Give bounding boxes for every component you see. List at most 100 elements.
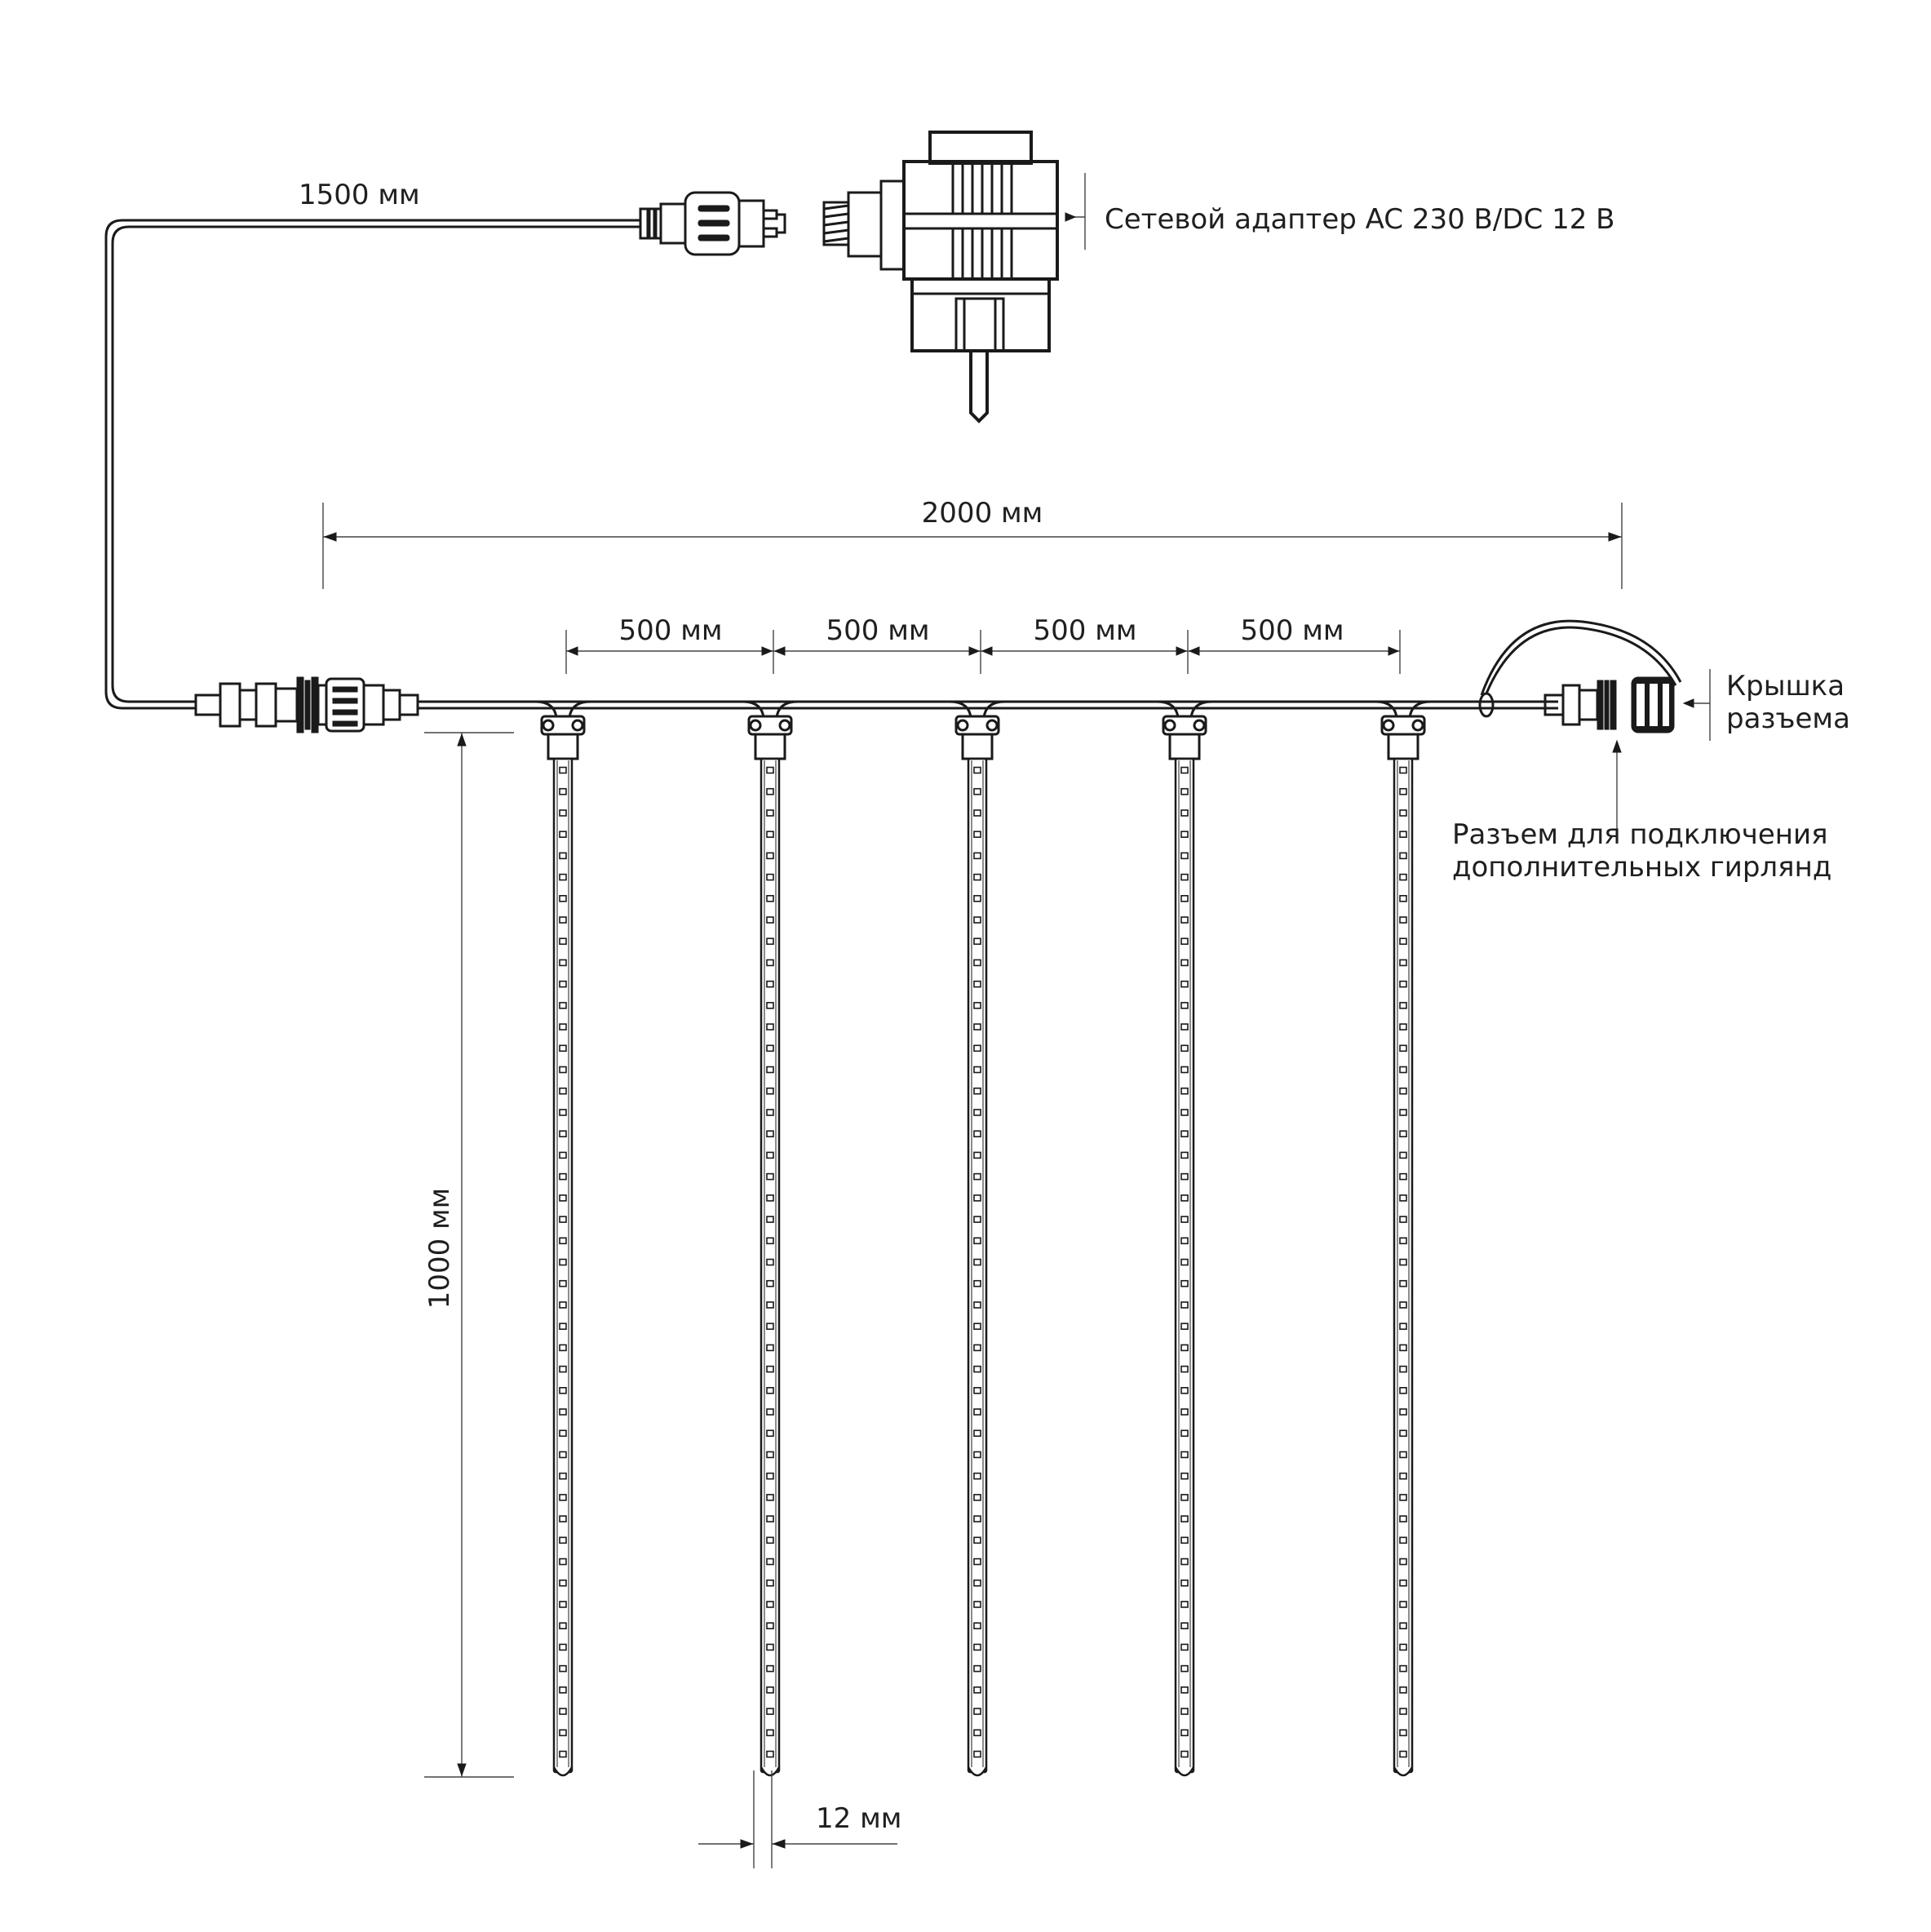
led-chip: [766, 895, 774, 902]
led-chip: [1399, 1429, 1407, 1438]
led-chip: [559, 1279, 567, 1287]
led-chip: [1399, 1451, 1407, 1459]
led-chip: [559, 1365, 567, 1373]
led-chip: [766, 1365, 774, 1373]
led-chip: [766, 1002, 774, 1009]
led-chip: [766, 1408, 774, 1416]
led-chip: [559, 1579, 567, 1587]
led-chip: [1180, 1237, 1189, 1245]
led-chip: [973, 852, 981, 860]
led-chip: [766, 1515, 774, 1522]
led-chip: [766, 1643, 774, 1651]
led-chip: [559, 1151, 567, 1159]
main-connector-icon: [194, 676, 419, 733]
led-chip: [973, 1387, 981, 1394]
led-chip: [559, 1750, 567, 1758]
led-chip: [1399, 1729, 1407, 1737]
cap-pointer: [1682, 669, 1711, 741]
led-chip: [973, 1002, 981, 1009]
led-chip: [766, 809, 774, 817]
tube-cap: [1168, 733, 1201, 760]
led-chip: [1180, 787, 1189, 795]
led-chip: [559, 1301, 567, 1309]
led-chip: [973, 1023, 981, 1030]
led-chip: [1399, 852, 1407, 860]
led-chip: [1399, 937, 1407, 946]
led-chip: [973, 1258, 981, 1266]
led-chip: [766, 787, 774, 795]
led-chip: [766, 1387, 774, 1394]
led-chip: [766, 1601, 774, 1608]
led-chip: [1180, 809, 1189, 817]
led-chip: [1180, 1408, 1189, 1416]
led-chip: [766, 1750, 774, 1758]
led-chip: [1180, 1172, 1189, 1181]
led-chip: [1399, 1279, 1407, 1287]
led-chip: [973, 1429, 981, 1438]
led-chip: [559, 1536, 567, 1544]
led-chip: [1180, 959, 1189, 967]
led-chip: [1399, 1622, 1407, 1629]
tube-cap: [754, 733, 786, 760]
led-chip: [766, 1151, 774, 1159]
led-chip: [1399, 787, 1407, 795]
led-chip: [766, 1216, 774, 1223]
led-chip: [559, 937, 567, 946]
led-chip: [766, 959, 774, 967]
led-chip: [766, 1558, 774, 1566]
led-chip: [559, 787, 567, 795]
led-chip: [973, 916, 981, 924]
led-chip: [1180, 1002, 1189, 1009]
led-chip: [973, 1729, 981, 1737]
led-chip: [559, 1323, 567, 1330]
led-chip: [1399, 1579, 1407, 1587]
led-chip: [1399, 1472, 1407, 1480]
led-chip: [559, 1387, 567, 1394]
led-chip: [766, 1237, 774, 1245]
led-chip: [766, 1109, 774, 1116]
led-chip: [973, 831, 981, 838]
led-chip: [1180, 980, 1189, 988]
led-chip: [1180, 1301, 1189, 1309]
led-chip: [973, 1686, 981, 1694]
led-chip: [559, 959, 567, 967]
led-chip: [559, 980, 567, 988]
led-chip: [559, 852, 567, 860]
led-chip: [1399, 1387, 1407, 1394]
led-chip: [1180, 1194, 1189, 1202]
led-chip: [1399, 1301, 1407, 1309]
led-chip: [973, 1151, 981, 1159]
led-chip: [1399, 1258, 1407, 1266]
led-chip: [766, 1729, 774, 1737]
led-chip: [973, 895, 981, 902]
led-chip: [1180, 852, 1189, 860]
led-chip: [973, 980, 981, 988]
led-chip: [559, 1258, 567, 1266]
led-chip: [973, 1601, 981, 1608]
cable-length-label: 1500 мм: [299, 179, 420, 211]
led-chip: [559, 1664, 567, 1673]
led-chip: [1180, 831, 1189, 838]
led-chip: [1180, 1044, 1189, 1052]
led-chip: [1180, 1643, 1189, 1651]
led-chip: [973, 809, 981, 817]
led-chip: [1180, 1130, 1189, 1137]
connector-label-line1: Разъем для подключения: [1452, 818, 1828, 851]
spacing-label-1: 500 мм: [618, 614, 722, 647]
tube-cap: [1387, 733, 1419, 760]
led-chip: [559, 1087, 567, 1095]
led-chip: [1180, 1472, 1189, 1480]
led-chip: [766, 1536, 774, 1544]
led-chip: [1180, 1365, 1189, 1373]
led-chip: [973, 787, 981, 795]
led-chip: [1180, 1729, 1189, 1737]
led-chip: [766, 1708, 774, 1715]
led-chip: [766, 1301, 774, 1309]
led-chip: [1399, 1109, 1407, 1116]
led-chip: [973, 1408, 981, 1416]
led-tube-2: [742, 700, 799, 1777]
led-chip: [559, 1408, 567, 1416]
led-chip: [766, 1664, 774, 1673]
